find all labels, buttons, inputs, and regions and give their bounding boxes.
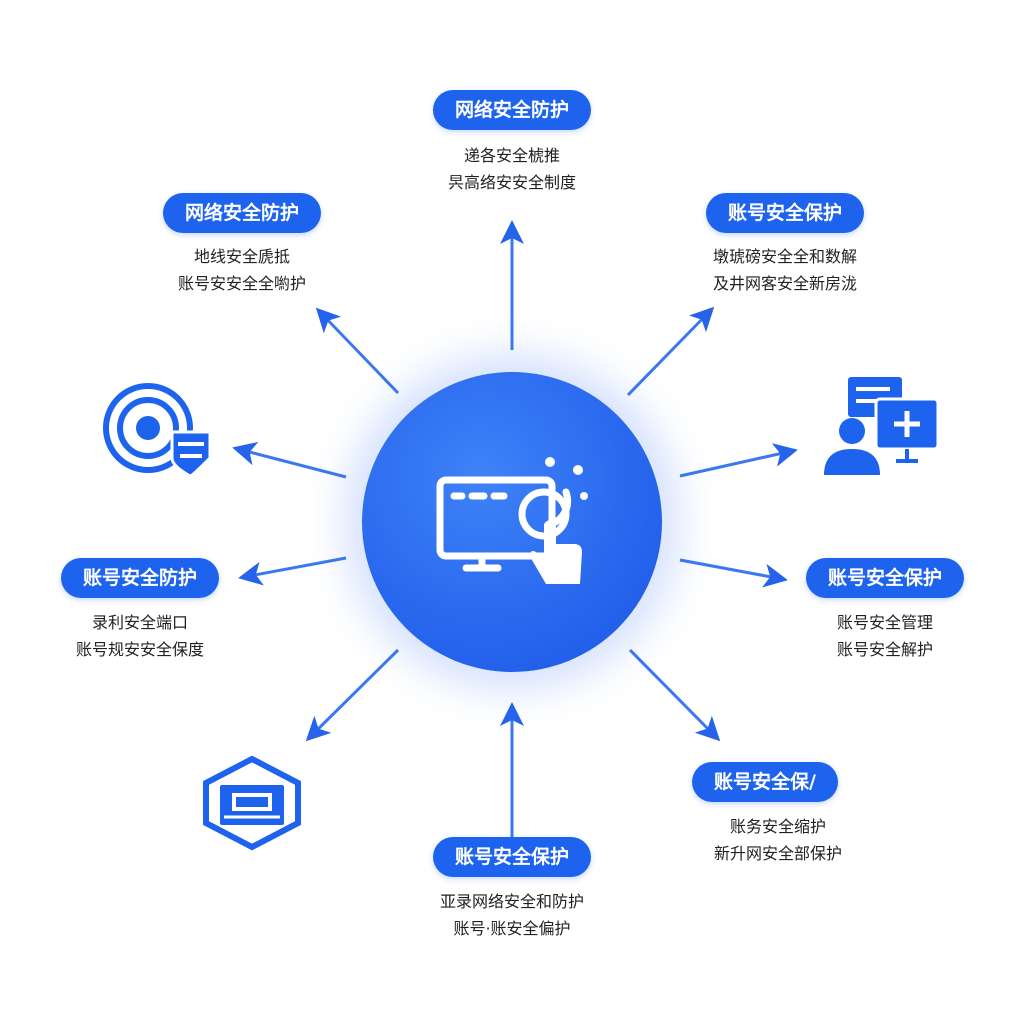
arrow-bottom-right [628,648,721,742]
user-monitor-plus-icon [824,377,940,475]
target-shield-icon [103,383,212,478]
node-bottom-description: 亚录网络安全和防护账号·账安全偏护 [439,892,585,938]
node-bottom-right-title: 账号安全保/ [692,762,838,802]
monitor-touch-icon [436,457,588,584]
node-top-left-title: 网络安全防护 [162,193,322,233]
node-top-title: 网络安全防护 [432,90,592,130]
arrow-right-upper [679,443,798,478]
arrow-bottom-left [305,648,400,742]
node-right-title: 账号安全保护 [805,558,965,598]
arrow-left-upper [232,441,347,479]
node-top-left-description: 地线安全虒抵账号安安全全喲护 [177,247,307,293]
central-hub [362,372,662,672]
arrow-top-right [626,306,715,397]
arrow-left-lower [238,556,347,586]
node-right-description: 账号安全管理账号安全解护 [836,613,934,659]
node-left-description: 录利安全端口账号规安安全保度 [75,613,205,659]
node-left-title: 账号安全防护 [60,558,220,598]
node-bottom-title: 账号安全保护 [432,837,592,877]
arrow-top-left [315,307,400,395]
arrow-right-lower [679,558,788,588]
hexagon-card-icon [203,755,301,851]
node-top-right-title: 账号安全保护 [705,193,865,233]
node-top-right-description: 墩琥磅安全全和数解及井网客安全新房泷 [712,247,858,293]
node-top-description: 递各安全椃推昗高络安安全制度 [447,146,577,192]
node-bottom-right-description: 账务安全缩护新升网安全部保护 [713,817,843,863]
